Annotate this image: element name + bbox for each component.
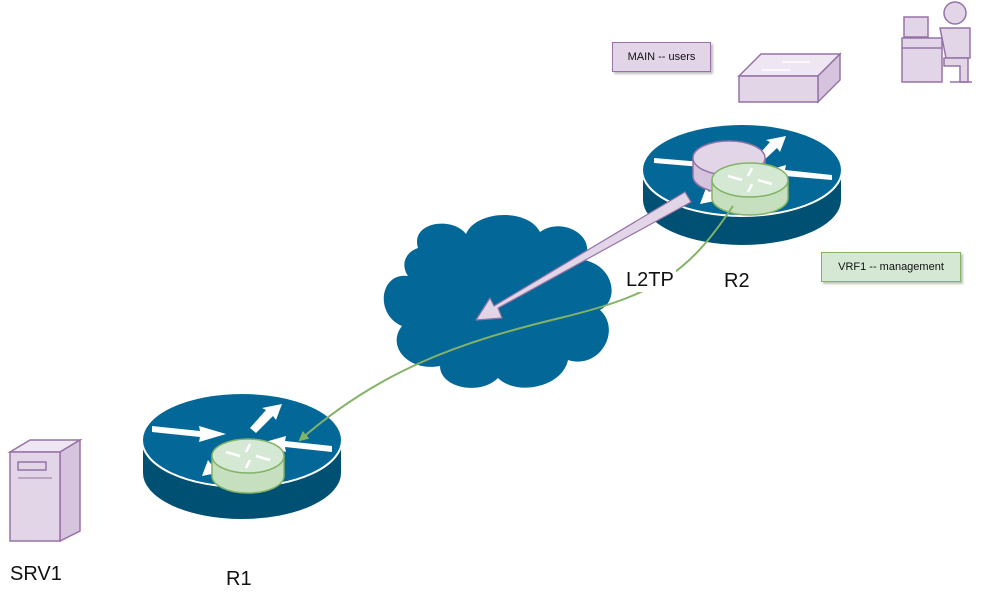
l2tp-label: L2TP: [624, 269, 676, 292]
user-workstation-icon[interactable]: [901, 1, 972, 83]
vrf1-management-link: [298, 205, 734, 442]
cloud-icon: [383, 214, 612, 388]
r2-label: R2: [724, 270, 750, 292]
srv1-label: SRV1: [10, 563, 62, 585]
main-tunnel-arrow: [475, 191, 692, 321]
router-icon[interactable]: [641, 123, 843, 247]
r1-label: R1: [226, 568, 252, 590]
router-icon[interactable]: [141, 392, 343, 521]
server-icon[interactable]: [7, 438, 83, 543]
switch-icon[interactable]: [737, 52, 842, 104]
vrf1-management-label: VRF1 -- management: [821, 252, 961, 282]
main-users-label: MAIN -- users: [612, 42, 711, 72]
